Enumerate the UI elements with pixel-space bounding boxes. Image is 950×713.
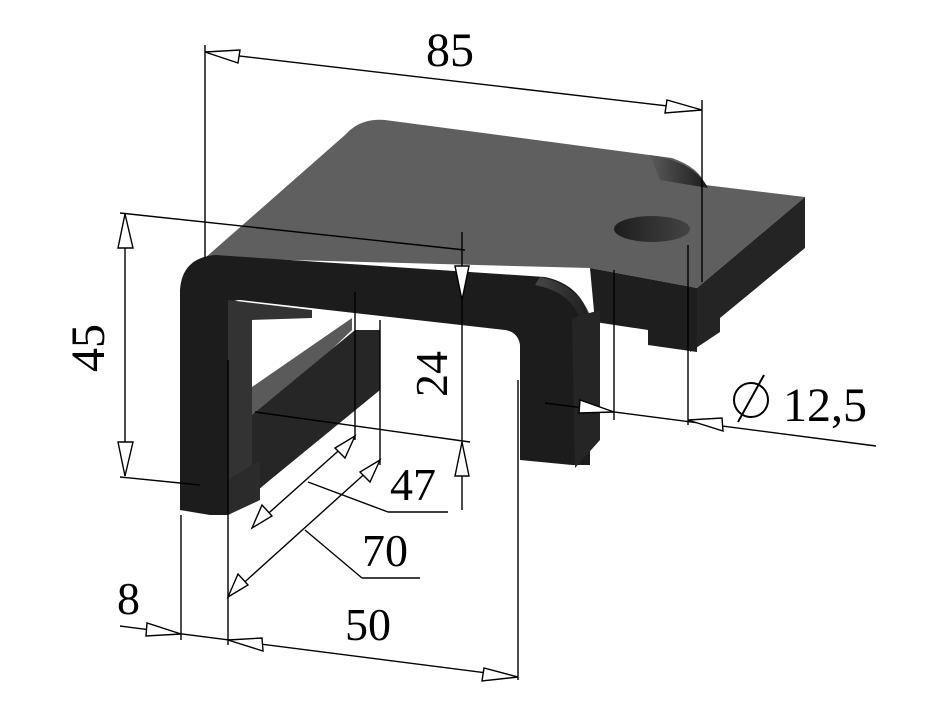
bracket-body: [180, 119, 805, 515]
dim-85: 85: [426, 24, 474, 77]
inner-web-front: [252, 330, 380, 495]
left-leg-side: [228, 460, 260, 515]
dim-8: 8: [117, 573, 140, 624]
flange-side-face: [690, 197, 805, 352]
flange-front-face: [590, 268, 697, 352]
inner-web-top: [252, 318, 352, 416]
right-bend-highlight: [535, 277, 592, 320]
u-channel-front: [180, 255, 590, 515]
dim-hole-diameter: 12,5: [783, 379, 867, 432]
dim-70: 70: [362, 525, 408, 576]
right-leg-side: [572, 310, 600, 468]
inner-slot-frame: [228, 300, 312, 515]
mounting-hole: [614, 216, 690, 242]
dim-50: 50: [345, 599, 391, 650]
dim-24: 24: [406, 351, 457, 397]
rear-bend: [650, 155, 708, 188]
dim-45: 45: [62, 324, 115, 372]
diameter-symbol-icon: [733, 374, 769, 423]
dim-47: 47: [390, 459, 436, 510]
dimension-labels: 85 45 24 47 70 8 50 12,5: [62, 24, 867, 650]
dimension-lines: [117, 45, 877, 682]
